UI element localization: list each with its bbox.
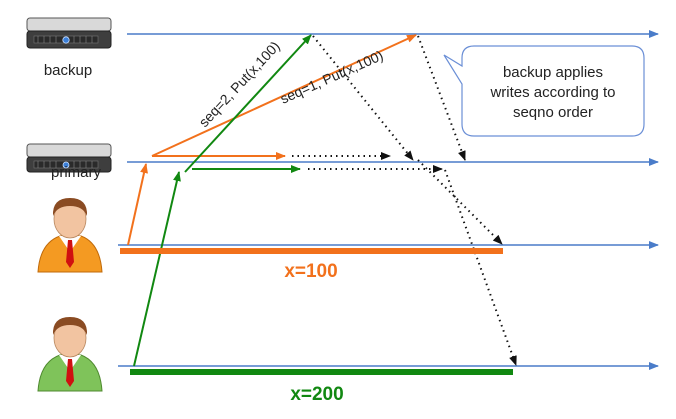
primary-label: primary — [51, 164, 102, 181]
dotted-reply-orange-client — [417, 159, 503, 245]
result-bar-orange — [120, 248, 503, 254]
dotted-seq2-backup-to-primary — [312, 35, 414, 161]
dotted-seq1-backup-to-primary — [417, 35, 466, 161]
arrow-green-client-to-primary — [133, 171, 181, 367]
message-label-seq1: seq=1, Put(x,100) — [278, 47, 386, 107]
callout-line-3: seqno order — [513, 104, 593, 121]
client-green-person-icon — [37, 317, 103, 392]
result-label-orange: x=100 — [284, 261, 337, 282]
primary-server-icon — [26, 143, 112, 173]
arrow-orange-client-to-primary — [127, 163, 148, 246]
dotted-reply-green-client — [444, 169, 517, 366]
arrow-orange-seq1-to-backup — [151, 34, 417, 157]
callout-line-2: writes according to — [489, 84, 615, 101]
backup-label: backup — [44, 62, 92, 79]
arrow-green-seq2-to-backup — [184, 34, 312, 173]
result-label-green: x=200 — [290, 384, 343, 405]
callout-line-1: backup applies — [503, 64, 603, 81]
client-orange-person-icon — [37, 198, 103, 273]
result-bar-green — [130, 369, 513, 375]
callout-box — [443, 45, 645, 137]
backup-server-icon — [26, 17, 112, 49]
